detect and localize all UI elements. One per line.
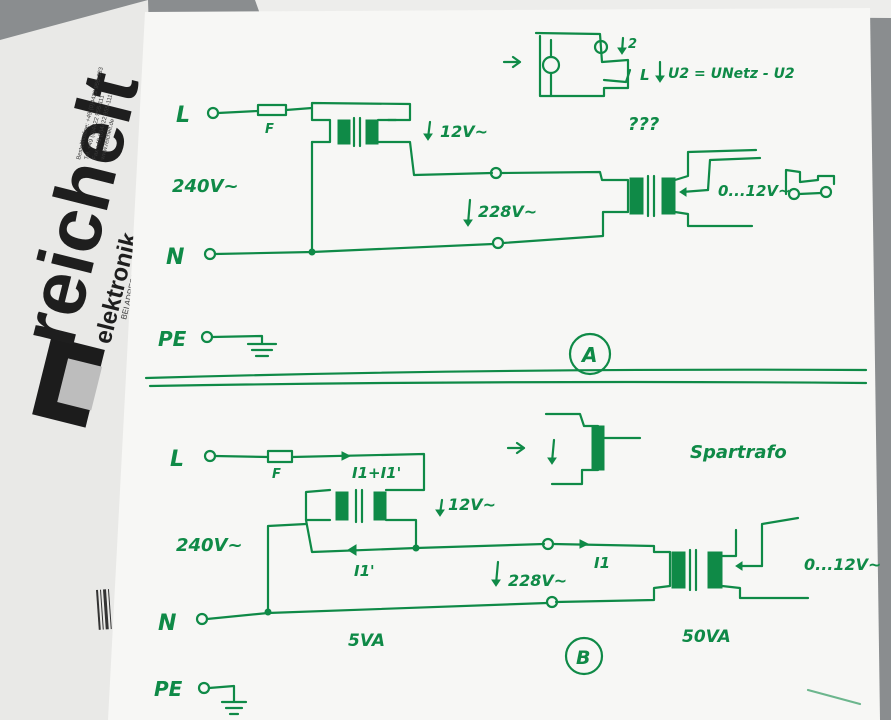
mid-voltage-a: 228V~	[478, 202, 537, 221]
output-voltage-b: 0...12V~	[804, 555, 881, 574]
trafo-core-a1	[337, 119, 351, 145]
mid-voltage-b: 228V~	[508, 571, 567, 590]
paper-sheet	[108, 8, 880, 720]
autotrafo-label: Spartrafo	[690, 442, 787, 463]
current-reverse-label: I1'	[354, 562, 375, 580]
inset-label-2: 2	[628, 37, 637, 52]
trafo-core-b4	[707, 551, 723, 589]
barcode-icon	[96, 589, 112, 630]
inset-label-L: L	[640, 66, 650, 84]
supply-voltage-b: 240V~	[176, 535, 243, 556]
trafo-core-b2	[373, 491, 387, 521]
inset-sketch-a	[502, 31, 665, 98]
fuse-label-b: F	[272, 467, 281, 482]
circle-label-b-text: B	[576, 647, 590, 669]
trafo-voltage-b: 12V~	[448, 495, 496, 514]
autotrafo-sketch	[506, 412, 642, 486]
trafo-voltage-a: 12V~	[440, 122, 488, 141]
question-marks: ???	[628, 114, 659, 135]
inset-formula: U2 = UNetz - U2	[668, 66, 795, 82]
ground-icon-b	[207, 684, 248, 716]
trafo-core-a2	[365, 119, 379, 145]
output-voltage-a: 0...12V~	[718, 182, 791, 200]
circle-label-b	[564, 636, 604, 676]
supply-voltage-a: 240V~	[172, 176, 239, 197]
trafo-core-a3	[629, 177, 644, 215]
fuse-label-a: F	[265, 122, 274, 137]
label-PE-b: PE	[154, 677, 183, 701]
arrow-right-icon-b	[506, 441, 526, 455]
label-L-a: L	[176, 103, 190, 128]
circle-label-a	[568, 332, 612, 376]
power-small-label: 5VA	[348, 631, 385, 651]
arrow-right-icon-a	[502, 55, 522, 69]
ground-icon-a	[210, 334, 278, 358]
label-PE-a: PE	[158, 327, 187, 351]
circle-label-a-text: A	[580, 343, 597, 367]
trafo-core-b1	[335, 491, 349, 521]
pen-stroke	[806, 688, 862, 706]
label-N-b: N	[158, 611, 176, 636]
label-L-b: L	[170, 447, 184, 472]
current-forward-label: I1	[594, 554, 610, 572]
trafo-core-a4	[661, 177, 676, 215]
label-N-a: N	[166, 245, 184, 270]
trafo-core-b3	[671, 551, 686, 589]
power-large-label: 50VA	[682, 627, 731, 647]
section-divider	[144, 368, 868, 388]
diagram-a: L N PE 240V~ F 12V~ 228V~ 0...12V~ 2 L U…	[158, 31, 836, 376]
diagram-b: L N PE 240V~ F I1+I1' 12V~ I1' I1 228V~ …	[154, 412, 881, 716]
current-sum-label: I1+I1'	[352, 464, 401, 482]
